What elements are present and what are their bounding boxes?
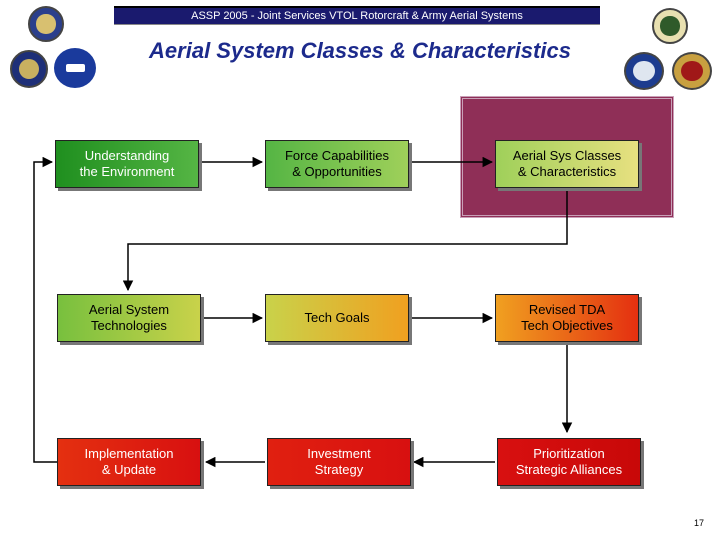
army-seal-icon xyxy=(652,8,688,44)
box-label: Force Capabilities & Opportunities xyxy=(284,148,390,179)
box-aerial-sys-classes: Aerial Sys Classes & Characteristics xyxy=(495,140,639,188)
box-aerial-system-technologies: Aerial System Technologies xyxy=(57,294,201,342)
marine-corps-seal-icon xyxy=(672,52,712,90)
page-number: 17 xyxy=(693,518,704,528)
box-label: Understanding the Environment xyxy=(79,148,175,179)
arrow-implementation-to-understanding xyxy=(33,156,57,463)
box-force-capabilities: Force Capabilities & Opportunities xyxy=(265,140,409,188)
box-revised-tda: Revised TDA Tech Objectives xyxy=(495,294,639,342)
box-prioritization: Prioritization Strategic Alliances xyxy=(497,438,641,486)
box-understanding-environment: Understanding the Environment xyxy=(55,140,199,188)
box-label: Implementation & Update xyxy=(84,446,174,477)
box-investment-strategy: Investment Strategy xyxy=(267,438,411,486)
box-label: Aerial System Technologies xyxy=(88,302,170,333)
box-implementation-update: Implementation & Update xyxy=(57,438,201,486)
air-force-seal-icon xyxy=(624,52,664,90)
box-label: Prioritization Strategic Alliances xyxy=(515,446,623,477)
navy-seal-icon xyxy=(10,50,48,88)
nasa-logo-icon xyxy=(54,48,96,88)
page-title: Aerial System Classes & Characteristics xyxy=(149,38,571,63)
box-label: Investment Strategy xyxy=(307,446,371,477)
box-label: Aerial Sys Classes & Characteristics xyxy=(512,148,622,179)
box-tech-goals: Tech Goals xyxy=(265,294,409,342)
dod-seal-icon xyxy=(28,6,64,42)
box-label: Revised TDA Tech Objectives xyxy=(521,302,613,333)
arrow-classes-to-technologies xyxy=(122,186,568,292)
header-banner: ASSP 2005 - Joint Services VTOL Rotorcra… xyxy=(114,6,600,25)
box-label: Tech Goals xyxy=(304,310,370,325)
